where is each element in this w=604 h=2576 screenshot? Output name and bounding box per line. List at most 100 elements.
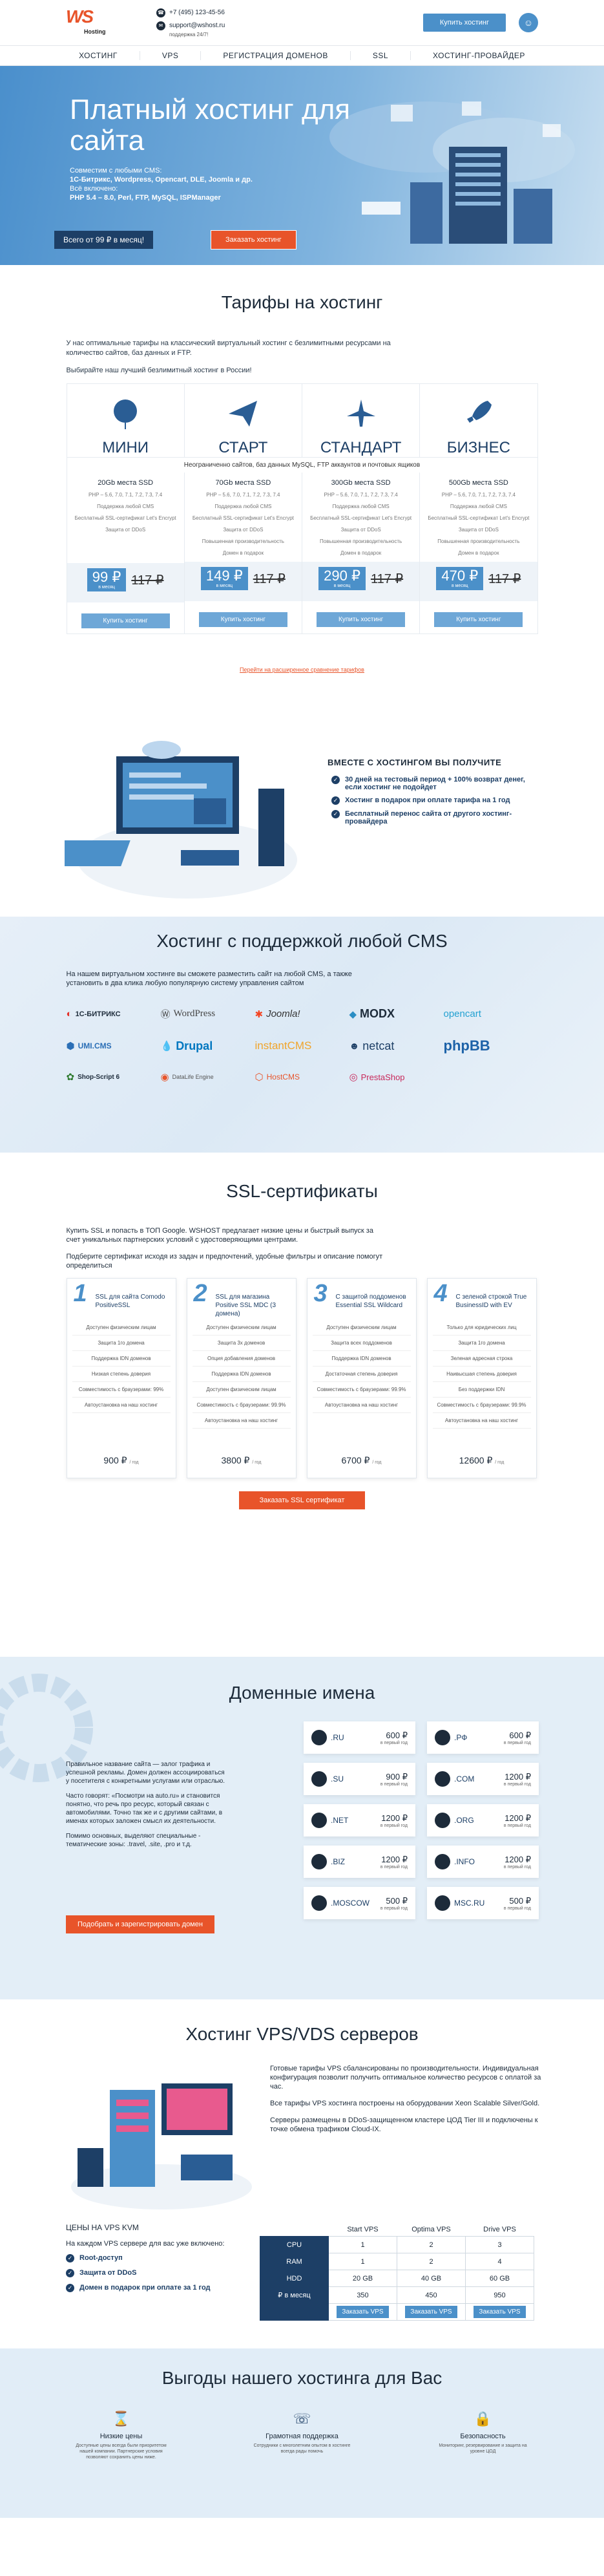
vps-section: Хостинг VPS/VDS серверов Готовые тарифы … — [0, 1999, 604, 2348]
cms-logo-drupal: 💧Drupal — [160, 1039, 213, 1052]
cms-section: Хостинг с поддержкой любой CMS На нашем … — [0, 917, 604, 1153]
plan-feature: Повышенная производительность — [437, 538, 520, 544]
order-vps-button[interactable]: Заказать VPS — [474, 2306, 526, 2318]
umi-icon: ⬢ — [66, 1041, 75, 1052]
domain-icon — [311, 1730, 327, 1745]
ssl-card-title: SSL для магазина Positive SSL MDC (3 дом… — [215, 1293, 276, 1317]
vps-p2: Все тарифы VPS хостинга построены на обо… — [270, 2100, 540, 2107]
main-nav: ХОСТИНГ VPS РЕГИСТРАЦИЯ ДОМЕНОВ SSL ХОСТ… — [0, 45, 604, 66]
order-hosting-button[interactable]: Заказать хостинг — [211, 230, 297, 250]
phone[interactable]: +7 (495) 123-45-56 — [169, 9, 225, 16]
ssl-feature: Автоустановка на наш хостинг — [72, 1398, 171, 1413]
plan-feature: Защита от DDoS — [458, 527, 499, 533]
ssl-card[interactable]: 2 SSL для магазина Positive SSL MDC (3 д… — [186, 1278, 297, 1478]
ssl-feature: Низкая степень доверия — [72, 1367, 171, 1382]
user-icon[interactable]: ☺ — [519, 13, 538, 32]
ssl-title: SSL-сертификаты — [226, 1181, 378, 1201]
ssl-feature: Поддержка IDN доменов — [312, 1351, 411, 1367]
gear-icon — [0, 1674, 93, 1782]
cell: 3 — [465, 2236, 534, 2253]
support-icon: ☏ — [293, 2411, 311, 2427]
cms-logo-dle: ◉DataLife Engine — [160, 1072, 214, 1083]
cell: 2 — [397, 2236, 466, 2253]
vps-feature: ✓Домен в подарок при оплате за 1 год — [66, 2284, 224, 2292]
cms-logo-modx: ◆MODX — [349, 1007, 395, 1020]
buy-plan-button[interactable]: Купить хостинг — [434, 612, 523, 627]
ssl-card[interactable]: 4 С зеленой строкой True BusinessID with… — [426, 1278, 537, 1478]
hero-features: Совместим с любыми CMS: 1С-Битрикс, Word… — [70, 166, 253, 202]
cell: 60 GB — [465, 2270, 534, 2287]
cell: 1 — [328, 2253, 397, 2270]
nav-item-vps[interactable]: VPS — [140, 51, 202, 60]
buy-plan-button[interactable]: Купить хостинг — [198, 612, 287, 627]
plan-feature: Защита от DDoS — [340, 527, 381, 533]
compare-plans-link[interactable]: Перейти на расширенное сравнение тарифов — [240, 666, 364, 673]
desktop-illustration — [65, 741, 297, 899]
ssl-card-title: С защитой поддоменов Essential SSL Wildc… — [335, 1293, 406, 1309]
benefit-item: ✓Бесплатный перенос сайта от другого хос… — [331, 810, 525, 825]
order-ssl-button[interactable]: Заказать SSL сертификат — [239, 1491, 365, 1509]
ssl-card[interactable]: 3 С защитой поддоменов Essential SSL Wil… — [306, 1278, 417, 1478]
ssl-feature: Поддержка IDN доменов — [72, 1351, 171, 1367]
plan-feature: Поддержка любой CMS — [450, 504, 507, 509]
cell: 40 GB — [397, 2270, 466, 2287]
vps-prices-title: ЦЕНЫ НА VPS KVM — [66, 2223, 139, 2232]
joomla-icon: ✱ — [255, 1008, 264, 1020]
nav-item-domains[interactable]: РЕГИСТРАЦИЯ ДОМЕНОВ — [201, 51, 351, 60]
plan-feature: Защита от DDoS — [105, 527, 146, 533]
advantage-item: ☏ Грамотная поддержка Сотрудники с много… — [251, 2411, 354, 2460]
buy-hosting-button[interactable]: Купить хостинг — [422, 14, 506, 32]
domain-icon — [435, 1895, 450, 1911]
row-label: CPU — [260, 2236, 329, 2253]
order-vps-button[interactable]: Заказать VPS — [337, 2306, 389, 2318]
plan-ssd: 70Gb места SSD — [215, 479, 271, 487]
domain-icon — [435, 1771, 450, 1787]
register-domain-button[interactable]: Подобрать и зарегистрировать домен — [66, 1915, 214, 1933]
nav-item-ssl[interactable]: SSL — [351, 51, 411, 60]
header: WS Hosting ☎+7 (495) 123-45-56 ✉support@… — [0, 0, 604, 45]
logo-mark: WS — [66, 6, 94, 27]
advantage-desc: Мониторинг, резервирование и защита на у… — [439, 2443, 527, 2454]
buy-plan-button[interactable]: Купить хостинг — [317, 612, 406, 627]
ssl-feature: Совместимость с браузерами: 99.9% — [312, 1382, 411, 1398]
buy-plan-button[interactable]: Купить хостинг — [81, 613, 170, 628]
airplane-icon — [346, 399, 375, 427]
plan-name: МИНИ — [102, 439, 149, 456]
order-vps-button[interactable]: Заказать VPS — [405, 2306, 457, 2318]
ssl-feature: Совместимость с браузерами: 99.9% — [432, 1398, 531, 1413]
plan-feature: Поддержка любой CMS — [332, 504, 390, 509]
logo[interactable]: WS Hosting — [66, 4, 111, 41]
vps-title: Хостинг VPS/VDS серверов — [185, 2024, 419, 2044]
cell: 20 GB — [328, 2270, 397, 2287]
plan-feature: Поддержка любой CMS — [97, 504, 154, 509]
plan-detail-standard: 300Gb места SSD PHP – 5.6, 7.0, 7.1, 7.2… — [302, 473, 421, 633]
hourglass-icon: ⌛ — [112, 2411, 130, 2427]
ssl-card[interactable]: 1 SSL для сайта Comodo PositiveSSL Досту… — [66, 1278, 176, 1478]
cms-logo-bitrix: ◐1С-БИТРИКС — [66, 1008, 121, 1019]
ssl-feature: Защита 3х доменов — [192, 1336, 291, 1351]
ssl-price: 6700 ₽ / год — [341, 1455, 382, 1465]
email[interactable]: support@wshost.ru — [169, 22, 225, 29]
ssl-feature: Совместимость с браузерами: 99% — [72, 1382, 171, 1398]
ssl-price: 3800 ₽ / год — [221, 1455, 262, 1465]
lock-icon: 🔒 — [474, 2411, 492, 2427]
plan-feature: Домен в подарок — [340, 550, 382, 556]
ssl-feature: Только для юридических лиц — [432, 1320, 531, 1336]
nav-item-hosting[interactable]: ХОСТИНГ — [57, 51, 140, 60]
logo-sub: Hosting — [84, 28, 106, 35]
nav-item-provider[interactable]: ХОСТИНГ-ПРОВАЙДЕР — [433, 51, 525, 60]
domains-p1: Правильное название сайта — залог трафик… — [66, 1761, 225, 1785]
wordpress-icon: Ⓦ — [160, 1009, 171, 1020]
